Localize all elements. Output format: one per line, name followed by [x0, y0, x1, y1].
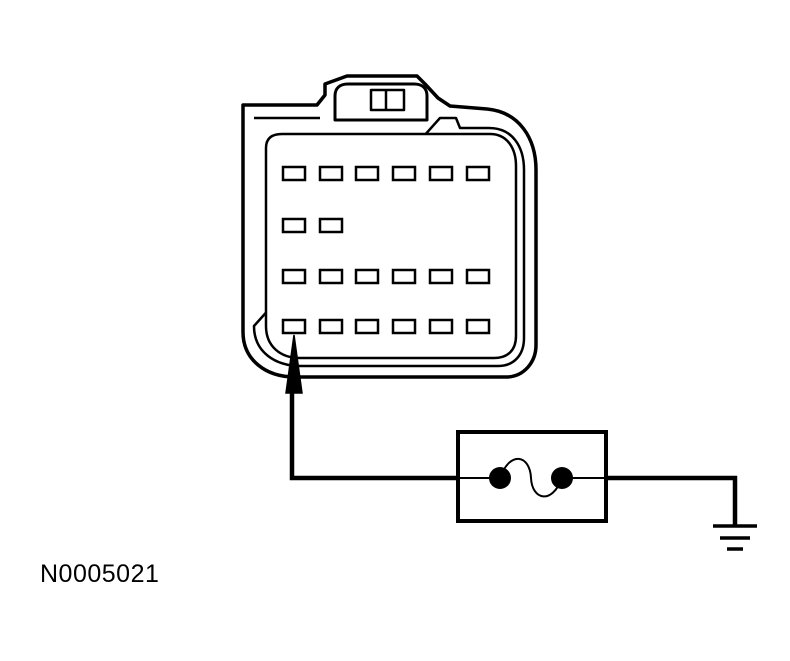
- ground-icon: [713, 524, 757, 551]
- figure-label: N0005021: [40, 560, 160, 588]
- pin-row2-2: [318, 217, 344, 234]
- pin-row4-2: [318, 318, 344, 335]
- fuse-element: [499, 457, 563, 498]
- pin-row3-6: [465, 268, 491, 285]
- pin-row2-1: [281, 217, 307, 234]
- pin-row1-5: [428, 165, 454, 182]
- pin-row3-2: [318, 268, 344, 285]
- connector-inner-face: [264, 132, 518, 360]
- pin-row4-5: [428, 318, 454, 335]
- fuse-terminal-left: [489, 467, 511, 489]
- pin-row3-3: [354, 268, 380, 285]
- fuse-box: [456, 430, 608, 523]
- pin-row3-4: [391, 268, 417, 285]
- pin-row1-4: [391, 165, 417, 182]
- connector-pins: [281, 165, 491, 335]
- pin-row3-1: [281, 268, 307, 285]
- pin-row1-2: [318, 165, 344, 182]
- pin-row3-5: [428, 268, 454, 285]
- fuse-icon: [456, 430, 608, 523]
- connector-inner-wall: [252, 116, 526, 368]
- connector-latch-window: [369, 88, 406, 112]
- pin-row1-1: [281, 165, 307, 182]
- pin-row4-6: [465, 318, 491, 335]
- pin-row4-1: [281, 318, 307, 335]
- wire-fuse-to-ground: [603, 475, 738, 526]
- pin-row1-6: [465, 165, 491, 182]
- connector-housing: [241, 74, 538, 379]
- pin-row4-3: [354, 318, 380, 335]
- pin-row1-3: [354, 165, 380, 182]
- wire-probe-to-fuse: [289, 387, 461, 481]
- pin-row4-4: [391, 318, 417, 335]
- wiring: [289, 387, 738, 526]
- fuse-terminal-right: [551, 467, 573, 489]
